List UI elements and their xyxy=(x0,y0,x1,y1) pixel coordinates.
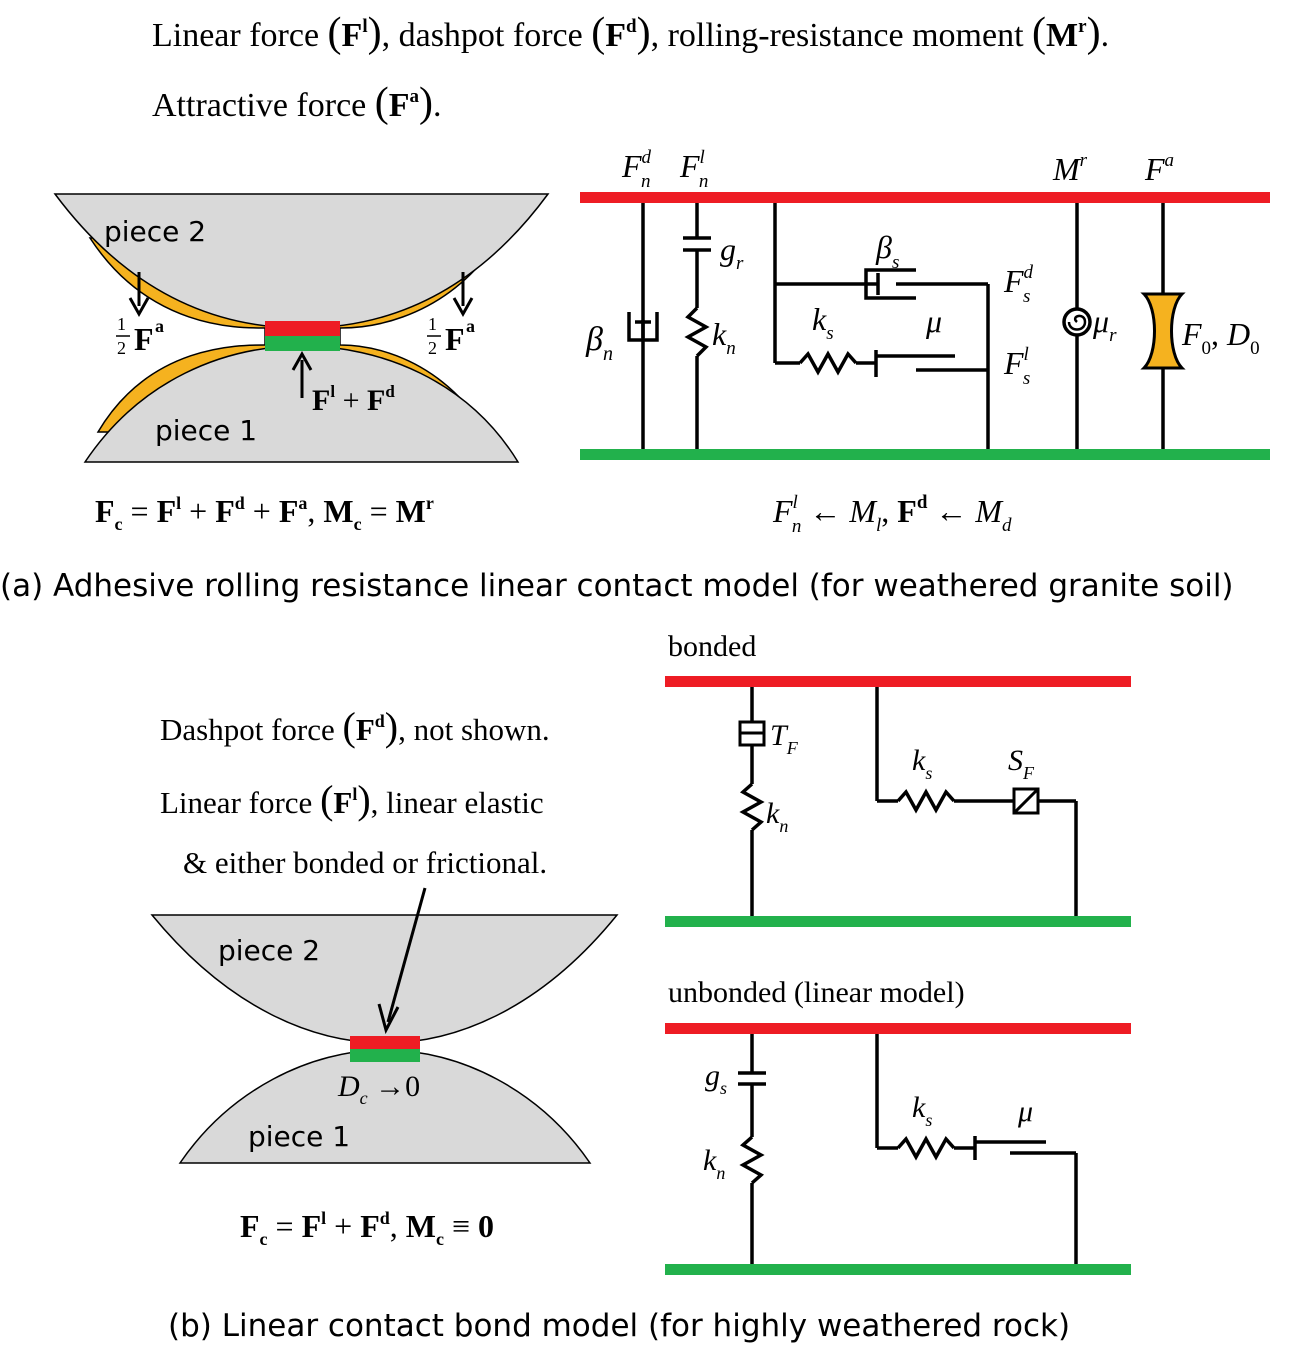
label-fa: Fa xyxy=(1144,150,1174,187)
piece-1-label-a: piece 1 xyxy=(155,414,257,447)
label-gs: gs xyxy=(705,1059,727,1098)
label-gr: gr xyxy=(720,231,744,274)
piece-1-b xyxy=(178,1049,592,1164)
equation-b: Fc = Fl + Fd, Mc ≡ 0 xyxy=(240,1208,494,1249)
rheology-a-bottom-plate xyxy=(580,449,1270,460)
label-beta-n: βn xyxy=(585,321,613,365)
rheology-a-top-plate xyxy=(580,192,1270,203)
unbonded-bottom-plate xyxy=(665,1264,1131,1275)
caption-a: (a) Adhesive rolling resistance linear c… xyxy=(0,568,1234,604)
panel-b-note-1: Dashpot force (Fd), not shown. xyxy=(160,704,550,749)
panel-a-note-1: Linear force (Fl), dashpot force (Fd), r… xyxy=(152,10,1109,56)
svg-text:a: a xyxy=(155,316,164,336)
attractive-arrow-right xyxy=(452,272,474,318)
label-f0-d0: F0, D0 xyxy=(1181,316,1260,359)
svg-text:2: 2 xyxy=(428,338,437,358)
label-mu-a: μ xyxy=(925,303,942,339)
svg-text:1: 1 xyxy=(428,314,437,334)
contact-top-plate-b xyxy=(350,1036,420,1049)
svg-text:a: a xyxy=(466,316,475,336)
bonded-bottom-plate xyxy=(665,916,1131,927)
bonded-title: bonded xyxy=(668,630,756,663)
contact-bottom-plate-a xyxy=(265,336,340,351)
shear-branch-a xyxy=(773,203,990,449)
label-mr: Mr xyxy=(1052,150,1088,187)
rolling-resistance-element xyxy=(1062,203,1092,449)
unbonded-shear-branch xyxy=(875,1034,1078,1264)
label-ks-bonded: ks xyxy=(912,744,932,783)
label-kn-a: kn xyxy=(712,316,736,359)
bonded-top-plate xyxy=(665,676,1131,687)
label-mu-r: μr xyxy=(1092,303,1117,346)
piece-2-label-a: piece 2 xyxy=(104,215,206,248)
panel-a-note-2: Attractive force (Fa). xyxy=(152,80,442,126)
unbonded-title: unbonded (linear model) xyxy=(668,976,965,1009)
label-kn-bonded: kn xyxy=(766,797,788,836)
contact-force-label: Fl + Fd xyxy=(312,382,395,417)
svg-text:F: F xyxy=(134,321,154,357)
piece-1-label-b: piece 1 xyxy=(248,1120,350,1153)
panel-b: Dashpot force (Fd), not shown. Linear fo… xyxy=(150,630,1131,1344)
bonded-normal-branch xyxy=(738,687,766,916)
pointer-arrow-b xyxy=(377,887,427,1035)
svg-text:F: F xyxy=(445,321,465,357)
label-kn-unbonded: kn xyxy=(703,1144,725,1183)
label-mu-unbonded: μ xyxy=(1017,1095,1033,1128)
bonded-shear-branch xyxy=(875,687,1078,916)
piece-2-label-b: piece 2 xyxy=(218,934,320,967)
attractive-arrow-left xyxy=(128,272,150,318)
label-sf: SF xyxy=(1008,744,1035,783)
attractive-element xyxy=(1140,203,1186,449)
normal-dashpot xyxy=(627,203,659,449)
panel-a: Linear force (Fl), dashpot force (Fd), r… xyxy=(0,10,1270,604)
label-ks-unbonded: ks xyxy=(912,1091,932,1130)
svg-text:2: 2 xyxy=(117,338,126,358)
label-tf: TF xyxy=(770,719,799,758)
label-beta-s: βs xyxy=(875,229,899,273)
contact-bottom-plate-b xyxy=(350,1049,420,1062)
normal-gap-spring xyxy=(683,203,711,449)
panel-b-note-2: Linear force (Fl), linear elastic xyxy=(160,777,544,822)
half-fa-right-label: 1 2 F a xyxy=(427,314,475,358)
panel-b-note-3: & either bonded or frictional. xyxy=(183,845,547,880)
contact-top-plate-a xyxy=(265,321,340,336)
unbonded-normal-branch xyxy=(738,1034,766,1264)
caption-b: (b) Linear contact bond model (for highl… xyxy=(168,1308,1070,1344)
contact-force-arrow xyxy=(291,350,313,398)
label-ks-a: ks xyxy=(812,301,834,344)
equation-a: Fc = Fl + Fd + Fa, Mc = Mr xyxy=(95,493,434,534)
half-fa-left-label: 1 2 F a xyxy=(116,314,164,358)
unbonded-top-plate xyxy=(665,1023,1131,1034)
gap-label-b: Dc →0 xyxy=(337,1070,420,1108)
svg-text:1: 1 xyxy=(117,314,126,334)
